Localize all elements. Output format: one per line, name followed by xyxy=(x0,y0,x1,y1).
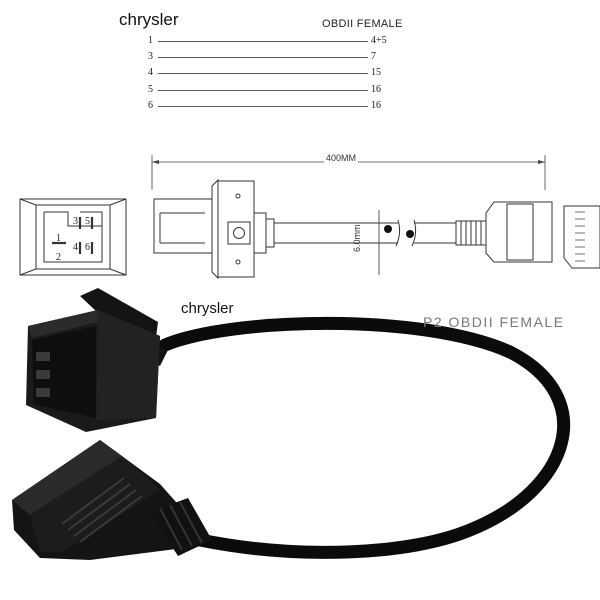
cable-break-mark xyxy=(406,230,414,238)
length-dimension-label: 400MM xyxy=(324,153,359,163)
wiring-row-line xyxy=(158,106,368,107)
pin-label: 1 xyxy=(56,233,61,244)
wiring-row-line xyxy=(158,57,368,58)
product-photo xyxy=(12,288,570,560)
connector-side-view xyxy=(153,178,553,280)
pin-label: 4 xyxy=(73,242,78,253)
pin-label: 2 xyxy=(56,252,61,263)
photo-right-label: P2 OBDII FEMALE xyxy=(423,314,565,330)
wiring-row-to: 7 xyxy=(371,51,376,62)
cable-break-mark xyxy=(384,225,392,233)
wiring-right-label: OBDII FEMALE xyxy=(322,18,403,30)
wiring-row-from: 5 xyxy=(148,84,153,95)
wiring-row-to: 15 xyxy=(371,67,381,78)
obd-face-view xyxy=(563,205,600,269)
wiring-row-line xyxy=(158,73,368,74)
pin-label: 6 xyxy=(85,242,90,253)
wiring-row-from: 3 xyxy=(148,51,153,62)
pin-label: 5 xyxy=(85,216,90,227)
photo-left-label: chrysler xyxy=(181,300,234,317)
wiring-row-line xyxy=(158,41,368,42)
wiring-row-to: 16 xyxy=(371,84,381,95)
pin-label: 3 xyxy=(73,216,78,227)
wiring-row-from: 1 xyxy=(148,35,153,46)
wiring-row-line xyxy=(158,90,368,91)
wiring-row-to: 4+5 xyxy=(371,35,387,46)
wiring-row-to: 16 xyxy=(371,100,381,111)
obd-female-connector xyxy=(12,440,212,560)
cable-diameter-label: 6.0mm xyxy=(352,224,362,252)
wiring-row-from: 6 xyxy=(148,100,153,111)
cable xyxy=(158,316,570,559)
connector-end-view xyxy=(19,198,127,276)
wiring-left-label: chrysler xyxy=(119,10,179,29)
chrysler-connector xyxy=(26,288,168,432)
wiring-row-from: 4 xyxy=(148,67,153,78)
